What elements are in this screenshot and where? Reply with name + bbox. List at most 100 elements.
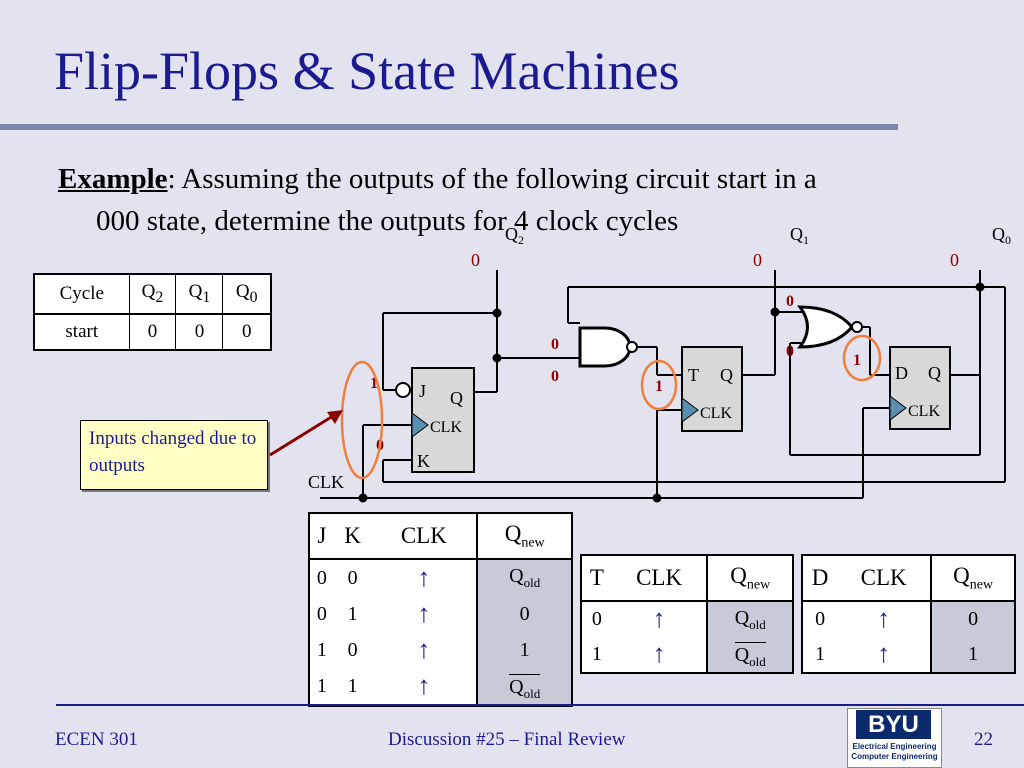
inverter-bubble: [395, 382, 411, 398]
cycle-table-header: Cycle Q2 Q1 Q0: [34, 274, 271, 315]
title-rule: [0, 124, 898, 130]
up-arrow-icon: ↑: [417, 598, 431, 628]
jk-clk-label: CLK: [430, 419, 462, 436]
table-cell: 0: [316, 566, 327, 589]
table-cell: Qold: [476, 559, 572, 597]
example-text: Example: Assuming the outputs of the fol…: [58, 158, 978, 242]
cycle-header: Cycle: [34, 274, 130, 315]
highlight-t-input: [640, 359, 678, 411]
d-header-d: D: [802, 555, 838, 602]
table-cell: 1: [930, 637, 1015, 673]
highlight-d-input: [842, 334, 882, 382]
t-clk-label: CLK: [700, 405, 732, 422]
nor-gate: [797, 305, 863, 349]
footer-rule: [56, 704, 1024, 706]
q1-output-label: Q1: [790, 224, 809, 247]
table-cell: 1: [347, 675, 358, 698]
cycle-table: Cycle Q2 Q1 Q0 start 0 0 0: [33, 273, 272, 351]
t-t-label: T: [688, 365, 699, 385]
table-row: 0 0 ↑ Qold: [309, 559, 572, 597]
q1-value: 0: [753, 250, 762, 270]
table-cell: 0: [591, 608, 602, 630]
table-cell: 0: [930, 601, 1015, 637]
d-table-header: D CLK Qnew: [802, 555, 1015, 602]
table-row: 1 0 ↑ 1: [309, 632, 572, 669]
junction-dot: [492, 308, 502, 318]
junction-dot: [652, 493, 662, 503]
jk-k-label: K: [417, 451, 430, 471]
j-value: 1: [370, 375, 378, 392]
callout-box: Inputs changed due to outputs: [80, 420, 268, 490]
junction-dot: [975, 282, 985, 292]
junction-dot: [770, 307, 780, 317]
nand-input-top: 0: [551, 336, 559, 353]
jk-truth-table: J K CLK Qnew 0 0 ↑ Qold 0 1 ↑ 0 1 0 ↑ 1 …: [308, 512, 573, 707]
table-cell: 1: [316, 639, 327, 662]
up-arrow-icon: ↑: [877, 639, 891, 668]
table-row: start 0 0 0: [34, 314, 271, 350]
example-line2: 000 state, determine the outputs for 4 c…: [96, 205, 679, 237]
clk-label: CLK: [308, 472, 344, 492]
t-truth-table: T CLK Qnew 0 ↑ Qold 1 ↑ Qold: [580, 554, 794, 674]
table-row: 1 1 ↑ Qold: [309, 668, 572, 706]
slide-title: Flip-Flops & State Machines: [54, 41, 680, 101]
table-cell: Qold: [476, 668, 572, 706]
up-arrow-icon: ↑: [417, 562, 431, 592]
jk-j-label: J: [419, 381, 426, 401]
junction-dot: [492, 353, 502, 363]
table-cell: 0: [128, 314, 176, 350]
jk-flip-flop: J Q CLK K: [395, 367, 475, 473]
d-header-q: Qnew: [930, 555, 1015, 602]
table-row: 0 1 ↑ 0: [309, 596, 572, 633]
up-arrow-icon: ↑: [877, 604, 891, 633]
page-number: 22: [974, 729, 993, 750]
table-cell: 0: [815, 608, 826, 630]
d-clk-label: CLK: [908, 403, 940, 420]
q0-output-label: Q0: [992, 224, 1011, 247]
table-row: 0 ↑ 0: [802, 601, 1015, 637]
logo-word: BYU: [856, 710, 931, 739]
q0-header: Q0: [222, 274, 271, 315]
jk-q-label: Q: [450, 388, 463, 408]
d-q-label: Q: [928, 363, 941, 383]
nand-gate: [578, 326, 638, 368]
d-value: 1: [853, 352, 861, 369]
table-row: 1 ↑ 1: [802, 637, 1015, 673]
q2-output-label: Q2: [505, 224, 524, 247]
table-cell: start: [65, 321, 99, 342]
q2-value: 0: [471, 250, 480, 270]
t-header-clk: CLK: [611, 555, 708, 602]
table-cell: 1: [476, 632, 572, 669]
t-q-label: Q: [720, 365, 733, 385]
jk-header-q: Qnew: [476, 513, 572, 560]
table-cell: 1: [591, 643, 602, 665]
t-value: 1: [655, 378, 663, 395]
q2-header: Q2: [128, 274, 176, 315]
callout-arrow: [269, 410, 343, 457]
table-cell: 0: [175, 314, 223, 350]
t-header-q: Qnew: [706, 555, 793, 602]
junction-dot: [358, 493, 368, 503]
up-arrow-icon: ↑: [652, 639, 666, 668]
d-header-clk: CLK: [837, 555, 932, 602]
table-cell: 0: [222, 314, 271, 350]
footer-title: Discussion #25 – Final Review: [388, 729, 626, 750]
jk-header-j: J: [309, 513, 334, 560]
q0-value: 0: [950, 250, 959, 270]
table-row: 1 ↑ Qold: [581, 637, 793, 673]
table-cell: 0: [316, 602, 327, 625]
table-cell: 0: [347, 566, 358, 589]
jk-header-clk: CLK: [371, 513, 478, 560]
t-flip-flop: T Q CLK: [681, 346, 743, 432]
highlight-jk-inputs: [340, 360, 384, 480]
table-cell: 1: [815, 643, 826, 665]
table-cell: 1: [347, 602, 358, 625]
d-d-label: D: [895, 363, 908, 383]
table-row: 0 ↑ Qold: [581, 601, 793, 637]
up-arrow-icon: ↑: [417, 671, 431, 701]
footer-course: ECEN 301: [55, 729, 138, 750]
example-label: Example: [58, 163, 168, 195]
up-arrow-icon: ↑: [417, 635, 431, 665]
